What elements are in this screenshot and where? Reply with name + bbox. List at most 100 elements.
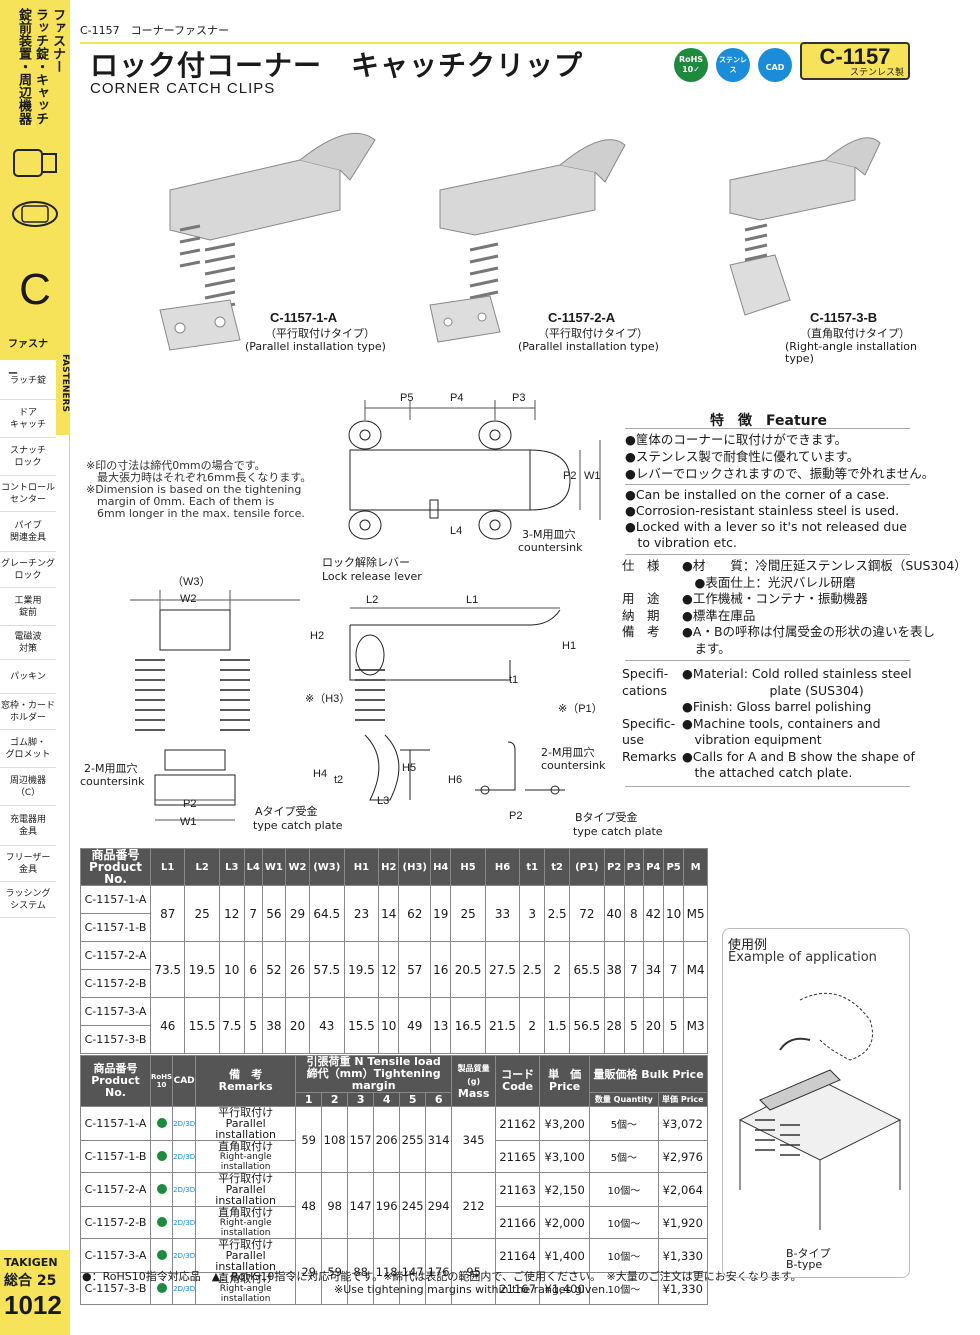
dim-value-cell: 21.5 <box>484 997 521 1054</box>
spec-value: ●材 質：冷間圧延ステンレス鋼板（SUS304） <box>682 558 967 573</box>
fasteners-vertical-label: FASTENERS <box>56 330 70 435</box>
sidebar-item[interactable]: パッキン <box>0 660 56 694</box>
cad-cell: 2D/3D <box>172 1140 197 1173</box>
dim-w1: W1 <box>584 470 601 482</box>
application-box <box>722 928 910 1278</box>
sidebar-item[interactable]: 周辺機器 （C） <box>0 768 56 806</box>
top-view-drawing <box>348 400 601 540</box>
dim-w2: W2 <box>180 593 197 605</box>
bulk-qty-cell: 10個〜 <box>589 1172 659 1207</box>
dim-value-cell: 5 <box>662 997 685 1054</box>
spec-value: ます。 <box>682 640 731 656</box>
photo-1-en: (Parallel installation type) <box>245 340 386 353</box>
photo-3-en-2: type) <box>785 352 814 365</box>
feature-divider-2 <box>625 484 910 485</box>
b-type-en: type catch plate <box>573 825 663 838</box>
sidebar-item[interactable]: コントロール センター <box>0 476 56 512</box>
dim-value-cell: 2.5 <box>544 885 571 942</box>
remarks-jp: 平行取付け <box>218 1172 274 1185</box>
price-header-remarks-jp: 備 考 <box>229 1068 263 1081</box>
spec-value: plate (SUS304) <box>682 682 864 698</box>
price-header-code-jp: コード <box>501 1068 535 1081</box>
remarks-jp: 直角取付け <box>218 1140 274 1153</box>
sidebar-footer <box>0 1250 70 1335</box>
dim-value-cell: 16.5 <box>450 997 486 1054</box>
spec-label: Specifi- <box>622 666 669 681</box>
sidebar-item[interactable]: パイプ 関連金具 <box>0 512 56 552</box>
spec-row: ●Finish: Gloss barrel polishing <box>622 699 871 715</box>
dim-value-cell: 2.5 <box>519 941 546 998</box>
dim-value-cell: 10 <box>378 997 400 1054</box>
dim-value-cell: 3 <box>519 885 546 942</box>
dim-value-cell: 56 <box>261 885 287 942</box>
dim-column-header: L4 <box>243 848 263 886</box>
margin-header: 6 <box>425 1092 453 1107</box>
tensile-load-cell: 245 <box>399 1172 427 1239</box>
dim-value-cell: 87 <box>149 885 186 942</box>
spec-value: ●Material: Cold rolled stainless steel <box>682 666 912 681</box>
dim-column-header: H2 <box>378 848 400 886</box>
dim-column-header: M <box>683 848 708 886</box>
bulk-subheader: 単価 Price <box>657 1092 709 1107</box>
dim-column-header: W1 <box>261 848 287 886</box>
bulk-price-cell: ¥1,330 <box>657 1272 709 1305</box>
table-row: C-1157-1-B <box>80 913 708 942</box>
sidebar-item[interactable]: 工業用 錠前 <box>0 588 56 626</box>
dim-value-cell: 72 <box>569 885 605 942</box>
tensile-load-cell: 59 <box>295 1106 323 1173</box>
tensile-load-cell: 98 <box>321 1172 349 1239</box>
product-number-cell: C-1157-3-A <box>80 1238 151 1273</box>
dim-value-cell: 46 <box>149 997 186 1054</box>
mass-cell: 345 <box>451 1106 497 1173</box>
dim-value-cell: M3 <box>683 997 708 1054</box>
price-header-code-en: Code <box>502 1080 534 1093</box>
price-cell: ¥1,400 <box>539 1238 591 1273</box>
sidebar-item[interactable]: ラッシング システム <box>0 882 56 918</box>
sidebar-active-tab[interactable]: ファスナー <box>0 330 56 380</box>
dim-column-header: L2 <box>184 848 220 886</box>
sidebar-vert-3: 錠前装置・周辺機器 <box>16 8 31 125</box>
tensile-load-cell: 206 <box>373 1106 401 1173</box>
dim-value-cell: 7 <box>623 941 644 998</box>
sidebar-item[interactable]: ドア キャッチ <box>0 400 56 438</box>
dim-value-cell: 19 <box>430 885 452 942</box>
dim-t1: t1 <box>509 674 519 686</box>
photo-2-model: C-1157-2-A <box>548 310 616 325</box>
dim-column-header: (W3) <box>308 848 345 886</box>
table-row: C-1157-2-B <box>80 969 708 998</box>
remarks-en: Parallel installation <box>215 1249 277 1273</box>
countersink-jp: 3-M用皿穴 <box>522 528 576 541</box>
dim-value-cell: 65.5 <box>569 941 605 998</box>
dim-value-cell: 20.5 <box>450 941 486 998</box>
sidebar-item[interactable]: 電磁波 対策 <box>0 626 56 660</box>
sidebar-item[interactable]: 充電器用 金具 <box>0 806 56 846</box>
dim-value-cell: 56.5 <box>569 997 605 1054</box>
page-subtitle: CORNER CATCH CLIPS <box>90 80 276 97</box>
rohs-cell <box>149 1238 174 1273</box>
sidebar-item[interactable]: グレーチング ロック <box>0 552 56 588</box>
dim-value-cell: 7.5 <box>218 997 245 1054</box>
sidebar-item[interactable]: スナッチ ロック <box>0 438 56 476</box>
sidebar-item[interactable]: フリーザー 金具 <box>0 846 56 882</box>
sidebar-item[interactable]: 窓枠・カード ホルダー <box>0 694 56 730</box>
bulk-price-cell: ¥2,976 <box>657 1140 709 1173</box>
dim-h3: ※（H3） <box>305 693 351 705</box>
spec-value: vibration equipment <box>682 732 822 747</box>
cad-icon: CAD <box>758 48 792 82</box>
footnote-1: ●：RoHS10指令対応品 ▲：RoHS10指令に対応可能です。※締代は表記の範… <box>82 1270 802 1283</box>
bulk-qty-cell: 10個〜 <box>589 1206 659 1239</box>
product-number-cell: C-1157-3-B <box>80 1272 151 1305</box>
sidebar-item[interactable]: ラッチ錠 <box>0 362 56 400</box>
photo-1-model: C-1157-1-A <box>270 310 338 325</box>
price-cell: ¥2,150 <box>539 1172 591 1207</box>
spec-row: Specifi- ●Material: Cold rolled stainless… <box>622 666 912 682</box>
application-caption-jp: B-タイプ <box>786 1247 831 1260</box>
sidebar-item[interactable]: ゴム脚・ グロメット <box>0 730 56 768</box>
catalog-label: 総合 25 <box>4 1273 57 1289</box>
dim-value-cell: 6 <box>243 941 263 998</box>
dim-column-header: (P1) <box>569 848 605 886</box>
tensile-load-cell: 108 <box>321 1106 349 1173</box>
